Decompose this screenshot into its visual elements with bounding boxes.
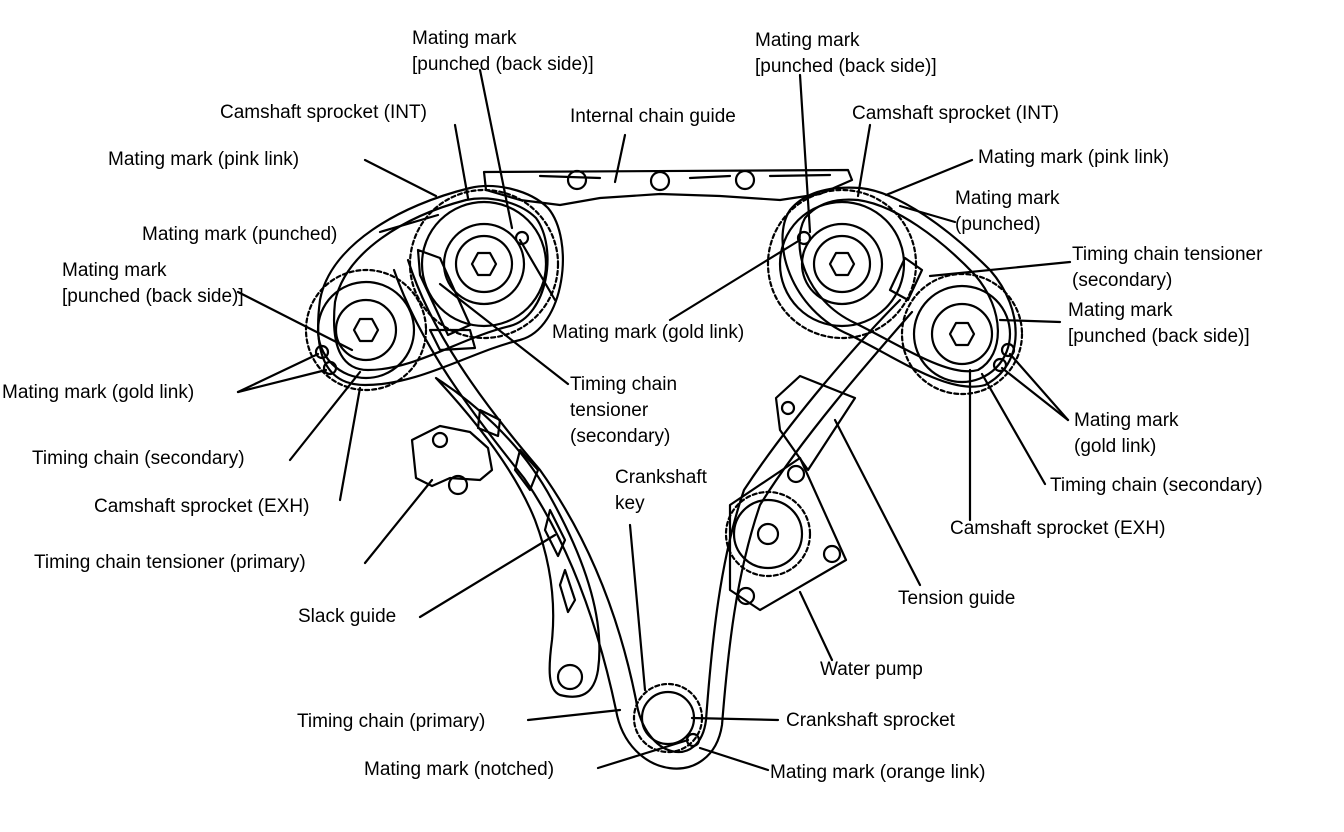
label-camshaft-sprocket-exh-right: Camshaft sprocket (EXH) (950, 518, 1166, 539)
label-camshaft-sprocket-int-right: Camshaft sprocket (INT) (852, 103, 1059, 124)
slack-guide-shape (434, 376, 601, 698)
camshaft-sprocket-exh-right (900, 272, 1024, 396)
internal-chain-guide (482, 168, 854, 207)
water-pump-shape (724, 456, 848, 612)
label-timing-chain-tensioner-primary: Timing chain tensioner (primary) (34, 552, 306, 573)
label-slack-guide: Slack guide (298, 606, 397, 627)
label-mating-mark-back-int-right: Mating mark[punched (back side)] (755, 30, 937, 77)
label-mating-mark-gold-right: Mating mark(gold link) (1074, 410, 1179, 457)
camshaft-sprocket-exh-left (304, 268, 428, 392)
label-mating-mark-back-exh-left: Mating mark[punched (back side)] (62, 260, 244, 307)
label-mating-mark-back-exh-right: Mating mark[punched (back side)] (1068, 300, 1250, 347)
label-internal-chain-guide: Internal chain guide (570, 106, 736, 127)
label-mating-mark-back-int-left: Mating mark[punched (back side)] (412, 28, 594, 75)
tension-guide-shape (774, 374, 857, 472)
label-mating-mark-orange: Mating mark (orange link) (770, 762, 986, 783)
timing-chain-secondary-left (317, 184, 564, 387)
label-mating-mark-punched-left: Mating mark (punched) (142, 224, 338, 245)
label-mating-mark-notched: Mating mark (notched) (364, 759, 555, 780)
timing-chain-tensioner-primary-shape (410, 424, 494, 488)
label-tension-guide: Tension guide (898, 588, 1016, 609)
label-mating-mark-pink-right: Mating mark (pink link) (978, 147, 1170, 168)
timing-chain-tensioner-secondary-right (888, 256, 924, 302)
label-timing-chain-secondary-right: Timing chain (secondary) (1050, 475, 1263, 496)
label-mating-mark-gold-left: Mating mark (gold link) (2, 382, 195, 403)
label-mating-mark-gold-center: Mating mark (gold link) (552, 322, 745, 343)
label-camshaft-sprocket-int-left: Camshaft sprocket (INT) (220, 102, 427, 123)
label-timing-chain-secondary-left: Timing chain (secondary) (32, 448, 245, 469)
label-mating-mark-punched-right: Mating mark(punched) (955, 188, 1060, 235)
label-timing-chain-tensioner-secondary-right: Timing chain tensioner(secondary) (1072, 244, 1263, 291)
camshaft-sprocket-int-right (766, 188, 918, 340)
label-crankshaft-sprocket: Crankshaft sprocket (786, 710, 955, 731)
label-timing-chain-primary: Timing chain (primary) (297, 711, 486, 732)
label-mating-mark-pink-left: Mating mark (pink link) (108, 149, 300, 170)
label-water-pump: Water pump (820, 659, 923, 680)
label-camshaft-sprocket-exh-left: Camshaft sprocket (EXH) (94, 496, 310, 517)
